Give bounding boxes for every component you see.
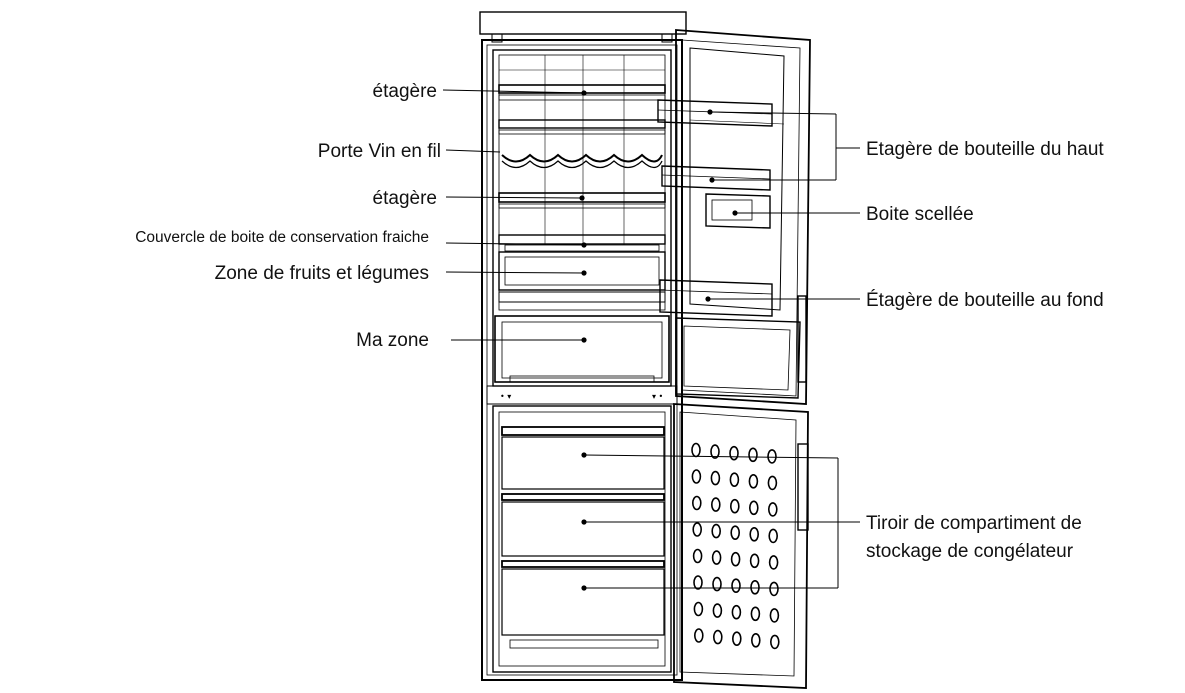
ice-cell	[729, 472, 740, 488]
label-etagere-mid: étagère	[373, 188, 437, 209]
label-bottle-shelf-top: Etagère de bouteille du haut	[866, 139, 1104, 160]
ice-cell	[691, 495, 702, 511]
ice-cell	[710, 444, 720, 459]
ice-cell	[767, 475, 778, 491]
ice-cell	[768, 528, 779, 544]
label-porte-vin: Porte Vin en fil	[318, 141, 441, 162]
shelf-upper-rail	[498, 119, 666, 135]
ice-cell	[768, 555, 779, 570]
ice-cell	[710, 470, 721, 486]
fridge-door-handle	[797, 295, 807, 383]
door-bottle-shelf-bottom	[659, 279, 773, 317]
ice-cell	[769, 608, 780, 623]
ice-cell	[712, 603, 723, 618]
fridge-door-lower	[675, 317, 801, 399]
ice-cell	[769, 634, 780, 650]
label-boite-scellee: Boite scellée	[866, 204, 974, 225]
ice-cell	[712, 629, 723, 645]
ice-cell	[710, 497, 721, 512]
ice-cell	[749, 526, 760, 542]
ice-cell	[750, 632, 761, 648]
crisper-lid	[498, 234, 666, 252]
freezer-drawer-2	[501, 493, 665, 557]
ice-cell	[731, 578, 741, 594]
ice-cell	[748, 447, 758, 463]
ice-cell	[750, 579, 760, 595]
label-etagere-top: étagère	[373, 81, 437, 102]
leader-lines	[442, 89, 860, 589]
label-tiroir-line2: stockage de congélateur	[866, 541, 1074, 562]
ice-cell	[711, 550, 722, 565]
wine-rack	[501, 153, 663, 169]
pointer-dots	[579, 90, 738, 591]
ice-cell	[767, 502, 778, 517]
svg-text:▾ •: ▾ •	[652, 392, 663, 401]
ice-cell	[767, 449, 777, 464]
fridge-body: • ▾ ▾ •	[479, 11, 687, 681]
ice-cell	[748, 473, 759, 489]
ice-cell	[731, 604, 742, 620]
ice-cell	[729, 445, 739, 461]
ice-cell	[691, 469, 702, 484]
my-zone-drawer	[494, 315, 670, 383]
door-bottle-shelf-mid	[661, 165, 771, 191]
ice-cell	[693, 575, 703, 590]
freezer-door-ice-grid	[691, 442, 780, 650]
ice-cell	[749, 553, 760, 569]
ice-cell	[693, 601, 704, 617]
freezer-drawer-3	[501, 560, 665, 649]
sealed-box	[705, 193, 771, 229]
ice-cell	[692, 522, 703, 537]
ice-cell	[730, 525, 741, 541]
label-ma-zone: Ma zone	[356, 330, 429, 351]
label-zone-fruits: Zone de fruits et légumes	[215, 263, 429, 284]
svg-text:• ▾: • ▾	[500, 392, 511, 401]
freezer-drawer-1	[501, 426, 665, 490]
label-bottle-shelf-bottom: Étagère de bouteille au fond	[866, 290, 1104, 311]
ice-cell	[750, 606, 761, 622]
ice-cell	[712, 576, 722, 592]
crisper-drawer	[498, 251, 666, 303]
ice-cell	[711, 523, 722, 539]
fridge-door	[675, 29, 811, 405]
ice-cell	[748, 500, 759, 516]
freezer-door	[673, 403, 809, 689]
label-couvercle: Couvercle de boite de conservation fraic…	[135, 229, 429, 246]
ice-cell	[693, 628, 704, 643]
ice-cell	[730, 551, 741, 567]
ice-cell	[769, 581, 779, 597]
ice-cell	[691, 442, 701, 458]
ice-cell	[729, 498, 740, 514]
label-tiroir-line1: Tiroir de compartiment de	[866, 513, 1082, 534]
ice-cell	[731, 631, 742, 647]
ice-cell	[692, 548, 703, 564]
